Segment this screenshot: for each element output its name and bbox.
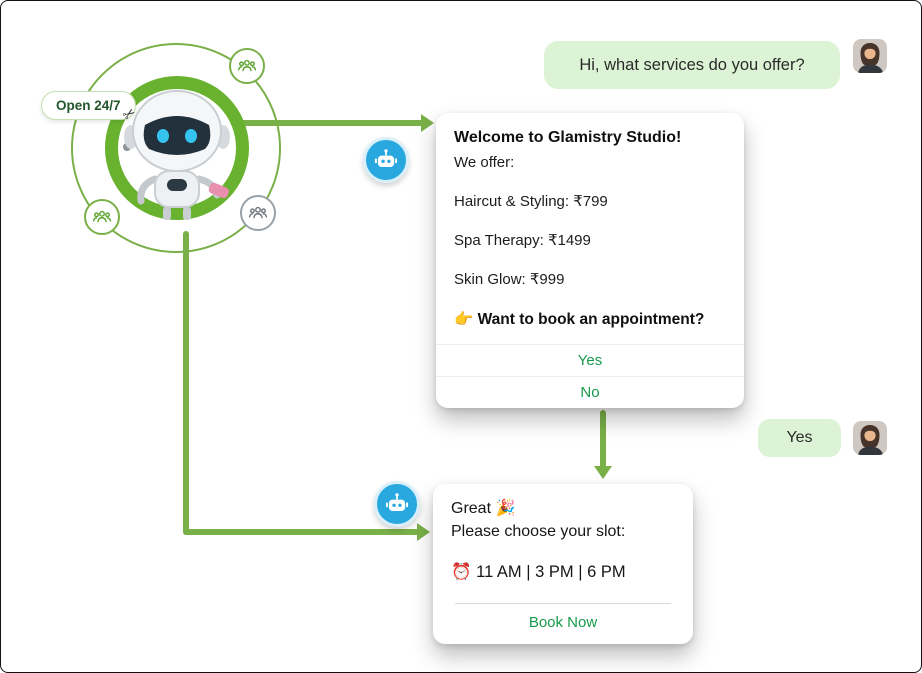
connector-arrow (421, 114, 434, 132)
service-item: Skin Glow: ₹999 (454, 271, 565, 288)
divider (455, 603, 671, 604)
bot-chat-icon (363, 137, 409, 183)
connector-arrow (417, 523, 430, 541)
orbit-circle (71, 43, 281, 253)
connector-robot-to-card1 (233, 120, 423, 126)
connector-robot-to-card2 (183, 529, 419, 535)
quick-reply-yes[interactable]: Yes (436, 344, 744, 376)
bot-message-card-slots: Great 🎉 Please choose your slot: ⏰ 11 AM… (433, 484, 693, 644)
connector-card1-to-card2 (600, 410, 606, 468)
card-intro: We offer: (454, 154, 515, 171)
user-avatar (853, 421, 887, 455)
group-icon (240, 195, 276, 231)
service-item: Spa Therapy: ₹1499 (454, 232, 591, 249)
bot-message-card-services: Welcome to Glamistry Studio! We offer: H… (436, 113, 744, 408)
open-hours-badge: Open 24/7 (41, 91, 136, 120)
book-now-button[interactable]: Book Now (528, 614, 598, 631)
quick-reply-no[interactable]: No (436, 376, 744, 408)
group-icon (84, 199, 120, 235)
robot-mascot (123, 90, 230, 220)
slot-prompt: Please choose your slot: (451, 523, 626, 540)
user-avatar (853, 39, 887, 73)
service-item: Haircut & Styling: ₹799 (454, 193, 608, 210)
connector-robot-down (183, 231, 189, 535)
card-title: Welcome to Glamistry Studio! (454, 129, 682, 146)
slot-options: ⏰ 11 AM | 3 PM | 6 PM (451, 563, 626, 581)
booking-question: 👉 Want to book an appointment? (454, 311, 705, 328)
group-icon (229, 48, 265, 84)
user-message-bubble: Yes (758, 419, 841, 457)
bot-chat-icon (374, 481, 420, 527)
greeting-text: Great 🎉 (451, 500, 516, 517)
connector-arrow (594, 466, 612, 479)
user-message-bubble: Hi, what services do you offer? (544, 41, 840, 89)
